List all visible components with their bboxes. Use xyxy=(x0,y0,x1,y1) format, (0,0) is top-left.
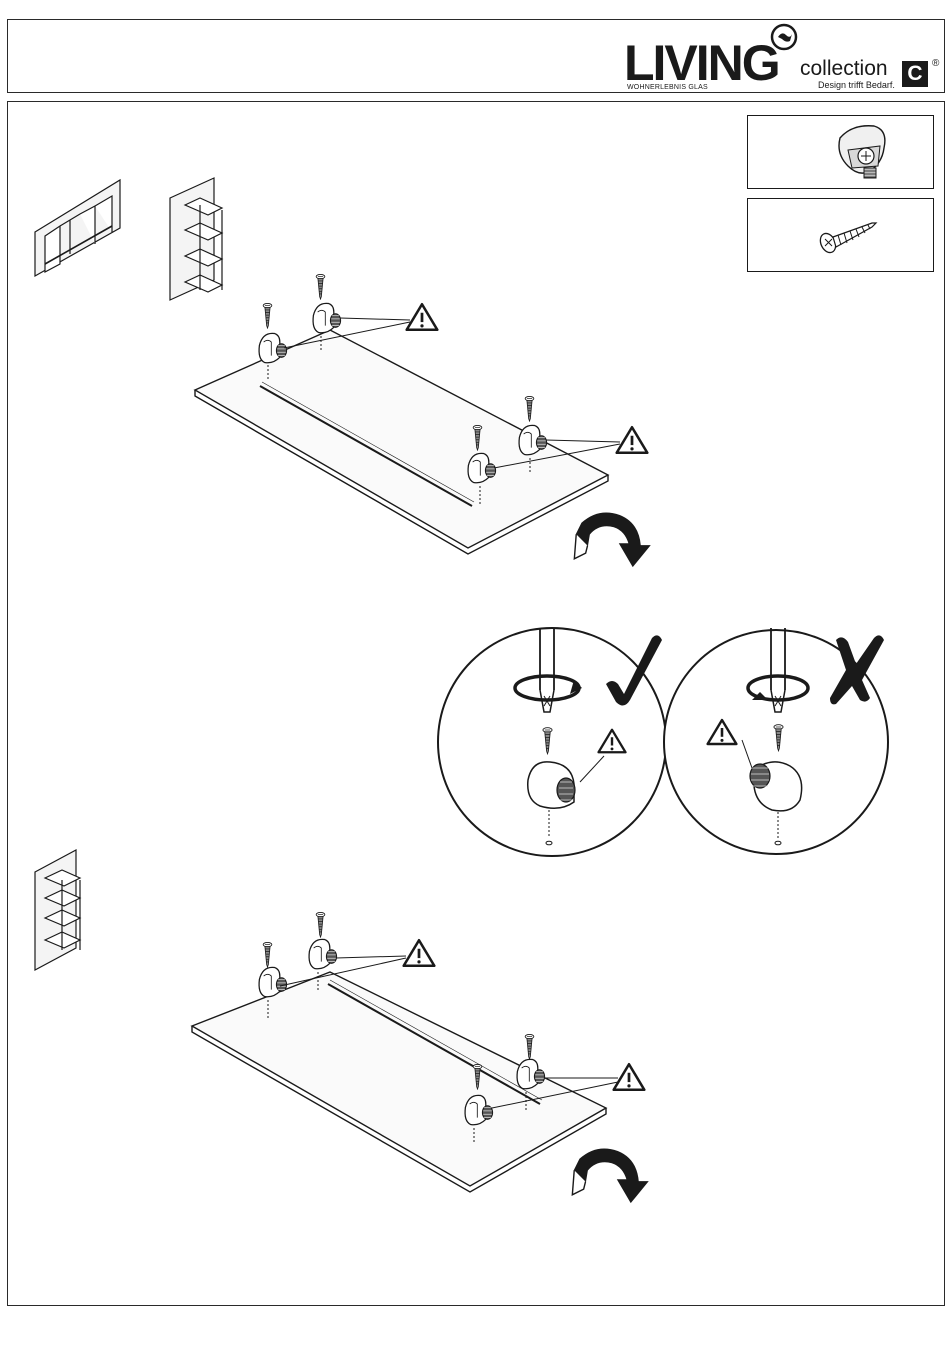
glass-clamp xyxy=(309,939,337,968)
glass-panel-bottom xyxy=(192,912,648,1202)
rotate-arrow-icon xyxy=(572,1149,647,1202)
screw xyxy=(525,396,534,421)
screw xyxy=(263,942,272,967)
screw xyxy=(316,912,325,937)
warning-triangle-icon xyxy=(404,940,435,966)
thumbnail-vertical-shelf xyxy=(170,178,222,300)
glass-panel-top xyxy=(195,274,650,566)
screw xyxy=(263,303,272,328)
warning-triangle-icon xyxy=(617,427,648,453)
rotate-arrow-icon xyxy=(574,513,649,566)
glass-clamp xyxy=(313,303,341,332)
detail-incorrect xyxy=(664,628,888,854)
detail-correct xyxy=(438,626,666,856)
warning-triangle-icon xyxy=(407,304,438,330)
warning-triangle-icon xyxy=(614,1064,645,1090)
screw xyxy=(316,274,325,299)
thumbnail-vertical-shelf-small xyxy=(35,850,80,970)
thumbnail-horizontal-shelf xyxy=(35,180,120,276)
screw xyxy=(525,1034,534,1059)
